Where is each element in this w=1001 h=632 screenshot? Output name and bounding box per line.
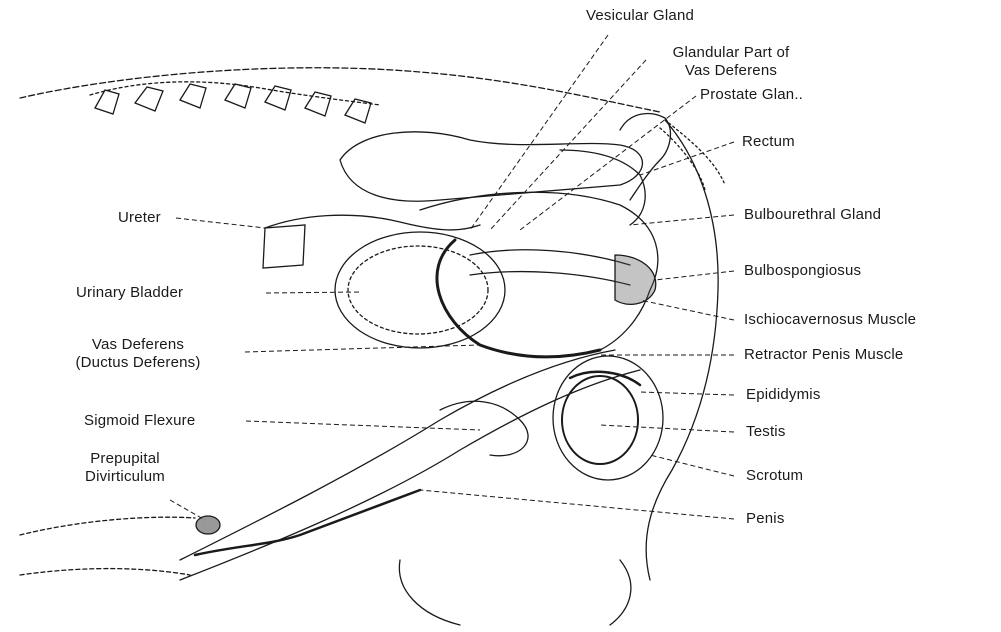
label-penis: Penis: [746, 510, 785, 528]
vertebra-2: [135, 87, 163, 111]
label-glandular-part-line1: Glandular Part of: [646, 44, 816, 62]
leader-testis: [600, 425, 734, 432]
leader-sigmoid: [246, 421, 480, 430]
hind-leg-2: [610, 560, 631, 625]
pelvis-bone: [340, 132, 643, 201]
label-prostate-gland: Prostate Glan..: [700, 86, 803, 104]
leader-penis: [420, 490, 734, 519]
hindquarter-outline: [646, 120, 718, 580]
vertebra-1: [95, 90, 119, 114]
label-scrotum: Scrotum: [746, 467, 803, 485]
vertebra-6: [305, 92, 331, 116]
label-bulbourethral-gland: Bulbourethral Gland: [744, 206, 881, 224]
leader-ureter: [176, 218, 265, 228]
tail-hair-2: [660, 128, 705, 190]
label-prepupital-line1: Prepupital: [55, 450, 195, 468]
label-testis: Testis: [746, 423, 786, 441]
leader-epididymis: [640, 392, 734, 395]
prepuce-outline: [20, 517, 195, 535]
leader-bulbourethral: [630, 215, 734, 225]
label-vas-deferens-line2: (Ductus Deferens): [38, 354, 238, 372]
label-glandular-part: Glandular Part of Vas Deferens: [646, 44, 816, 80]
vertebra-3: [180, 84, 206, 108]
leader-scrotum: [650, 455, 734, 476]
label-rectum: Rectum: [742, 133, 795, 151]
testis: [562, 376, 638, 464]
bladder-inner: [348, 246, 488, 334]
label-bulbospongiosus: Bulbospongiosus: [744, 262, 861, 280]
vertebra-4: [225, 84, 251, 108]
prepupital-diverticulum-shape: [196, 516, 220, 534]
leader-bladder: [266, 292, 360, 293]
vertebrae-outline: [90, 82, 380, 105]
urinary-bladder: [335, 232, 505, 348]
label-glandular-part-line2: Vas Deferens: [646, 62, 816, 80]
pelvic-urethra-2: [470, 272, 630, 285]
ureter-tube: [263, 225, 305, 268]
label-vesicular-gland: Vesicular Gland: [586, 7, 694, 25]
label-vas-deferens-line1: Vas Deferens: [38, 336, 238, 354]
belly-outline: [20, 569, 190, 575]
scrotum: [553, 356, 663, 480]
sigmoid-flexure: [440, 401, 528, 455]
ureter: [265, 215, 480, 230]
label-epididymis: Epididymis: [746, 386, 821, 404]
label-ischiocavernosus-muscle: Ischiocavernosus Muscle: [744, 311, 916, 329]
label-urinary-bladder: Urinary Bladder: [76, 284, 183, 302]
label-retractor-penis-muscle: Retractor Penis Muscle: [744, 346, 903, 364]
hind-leg: [399, 560, 460, 625]
leader-prostate: [520, 96, 696, 230]
penis-shaft: [195, 490, 420, 555]
leader-bulbospongiosus: [655, 271, 734, 280]
leader-rectum: [640, 142, 734, 175]
penis-lower: [180, 370, 640, 580]
label-prepupital-line2: Divirticulum: [55, 468, 195, 486]
penis-upper: [180, 350, 615, 560]
vas-deferens: [437, 240, 600, 357]
bulbospongiosus-mass: [615, 255, 656, 304]
tail-root: [620, 114, 670, 200]
tail-hair: [665, 120, 725, 185]
leader-ischiocavernosus: [640, 300, 734, 320]
leader-vesicular: [470, 35, 608, 230]
rectum: [560, 150, 645, 225]
label-ureter: Ureter: [118, 209, 161, 227]
label-vas-deferens: Vas Deferens (Ductus Deferens): [38, 336, 238, 372]
label-sigmoid-flexure: Sigmoid Flexure: [84, 412, 195, 430]
pelvic-urethra: [470, 250, 630, 265]
label-prepupital-diverticulum: Prepupital Divirticulum: [55, 450, 195, 486]
